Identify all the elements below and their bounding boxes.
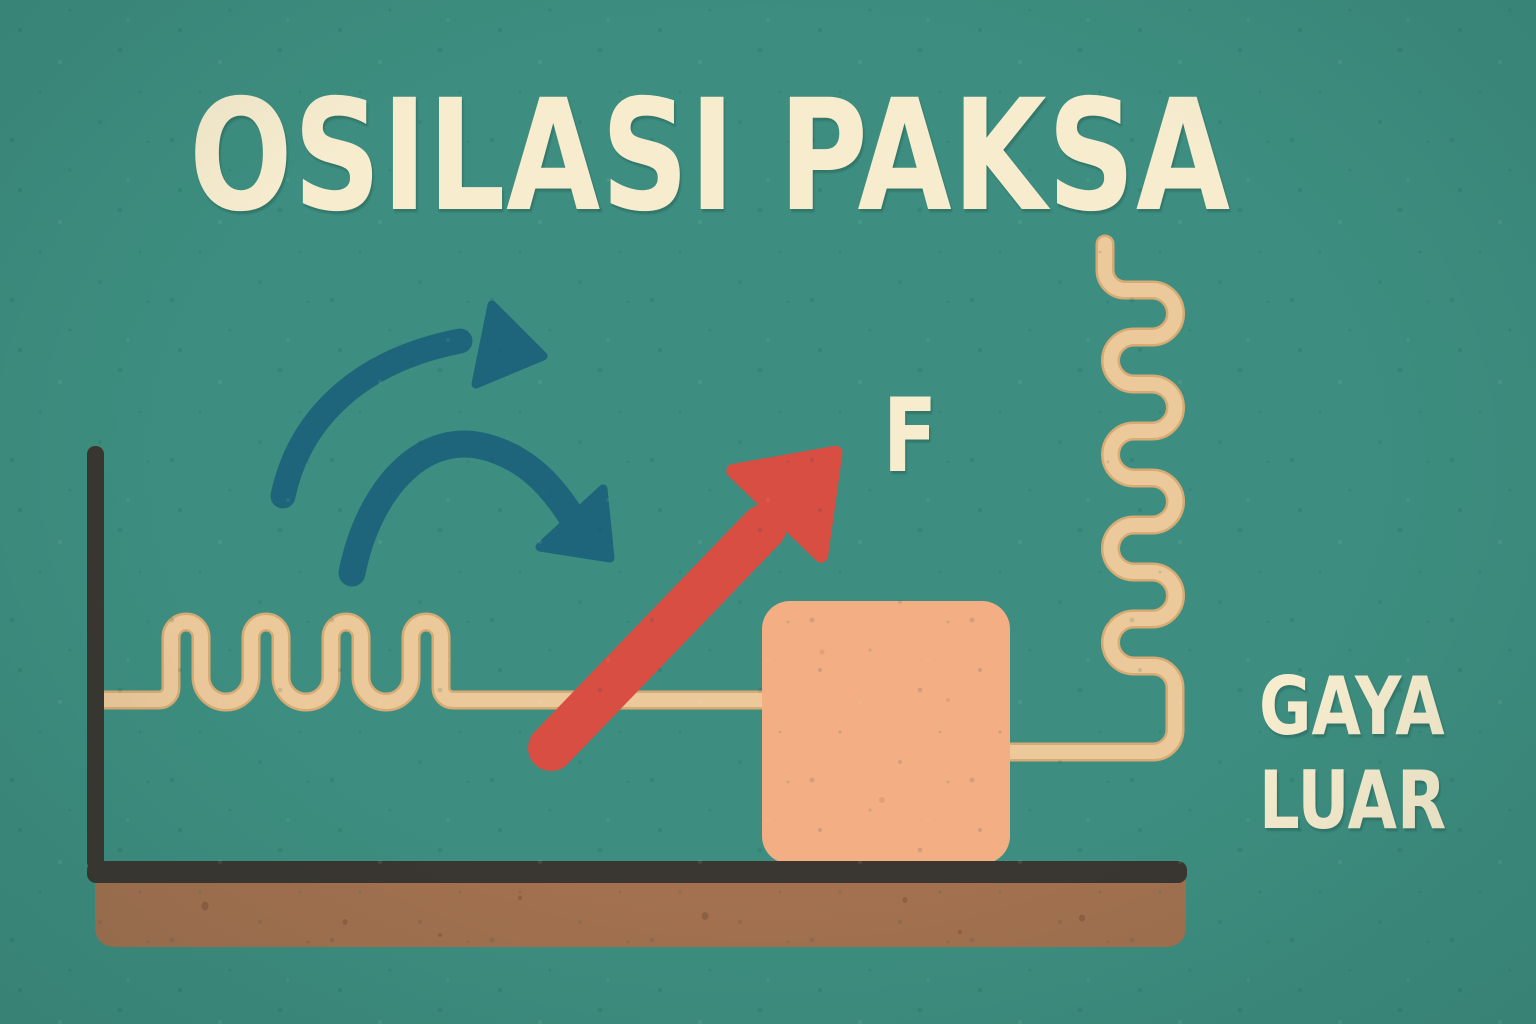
external-force-line2: LUAR (1259, 754, 1447, 848)
force-label: F (882, 377, 938, 496)
external-force-line1: GAYA (1259, 660, 1445, 753)
external-force-label: GAYA LUAR (1259, 660, 1447, 849)
page-title: OSILASI PAKSA (189, 67, 1231, 246)
